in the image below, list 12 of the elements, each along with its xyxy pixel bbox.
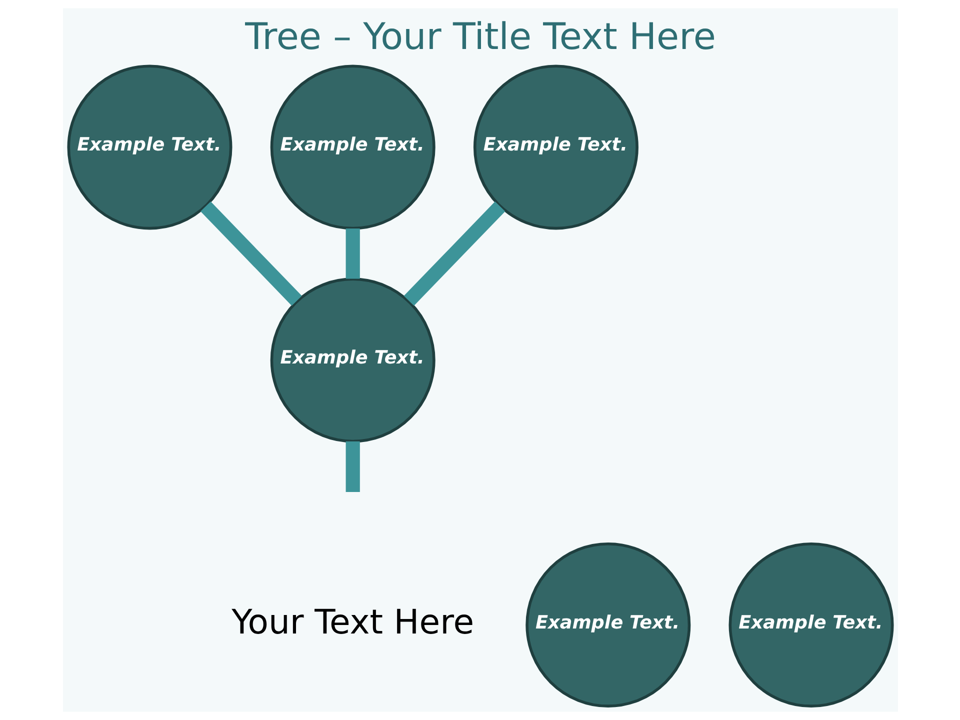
connector xyxy=(200,202,302,306)
node-circle: Example Text. xyxy=(270,64,435,230)
node-circle: Example Text. xyxy=(270,278,435,443)
connector xyxy=(345,228,360,279)
diagram-title: Tree – Your Title Text Here xyxy=(244,14,716,58)
node-circle: Example Text. xyxy=(66,64,232,230)
node-circle: Example Text. xyxy=(472,64,638,230)
node-circle: Example Text. xyxy=(525,542,690,708)
caption: Your Text Here xyxy=(231,602,474,642)
node-circle: Example Text. xyxy=(728,542,894,708)
connector xyxy=(403,202,505,306)
connector xyxy=(345,441,360,492)
